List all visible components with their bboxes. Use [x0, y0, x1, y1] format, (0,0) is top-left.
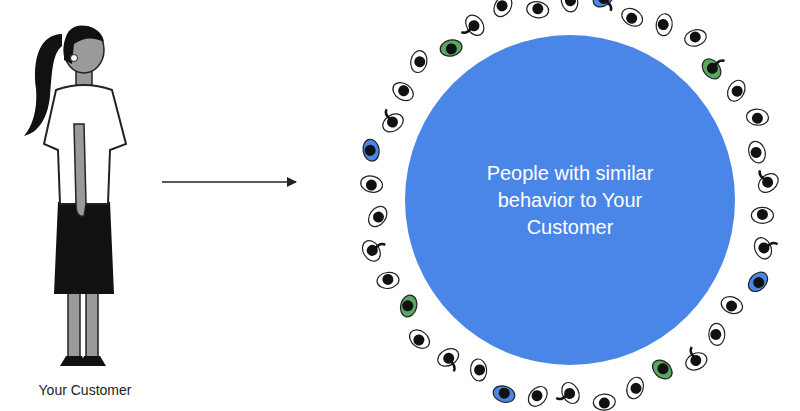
woman-illustration — [10, 4, 160, 406]
audience-circle: People with similar behavior to Your Cus… — [300, 0, 780, 411]
circle-label: People with similar behavior to Your Cus… — [470, 160, 670, 241]
figure-label: Your Customer — [10, 382, 160, 398]
customer-figure: Your Customer — [10, 4, 160, 406]
flow-arrow — [162, 181, 296, 183]
